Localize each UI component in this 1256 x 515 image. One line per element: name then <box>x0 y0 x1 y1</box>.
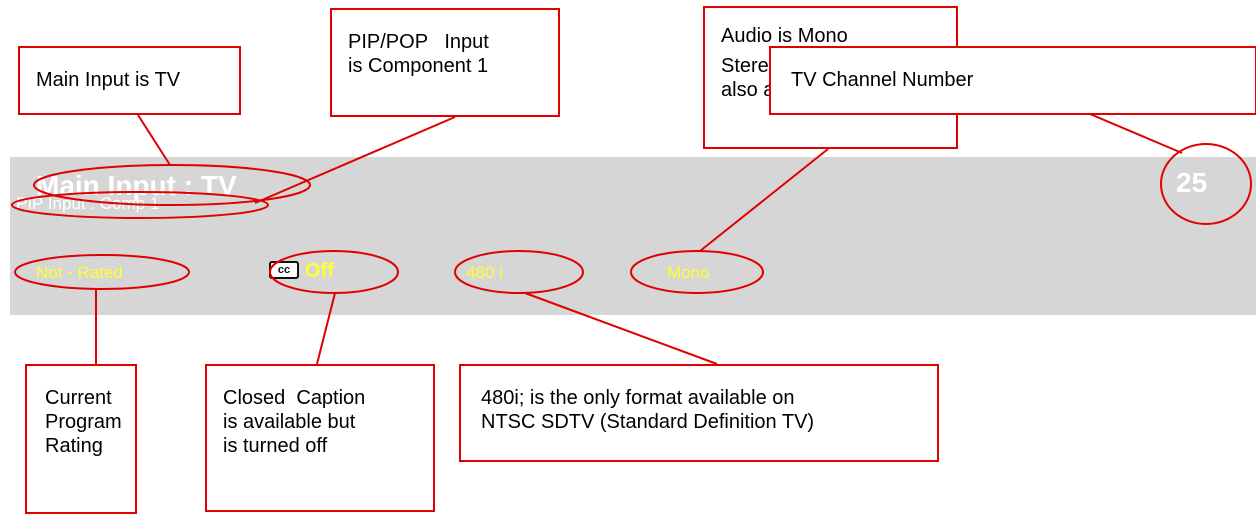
callout-audio-line: Audio is Mono <box>721 25 848 47</box>
callout-format-line: 480i; is the only format available on <box>481 387 795 409</box>
callout-channel-line: TV Channel Number <box>791 69 974 91</box>
line-pip-input <box>254 116 456 204</box>
ellipse-resolution <box>454 250 584 294</box>
osd-main-input: Main Input : TV <box>36 170 237 201</box>
ellipse-main-input <box>33 164 311 206</box>
ellipse-cc <box>269 250 399 294</box>
callout-channel: TV Channel Number <box>769 46 1256 115</box>
callout-pip-input: PIP/POP Input is Component 1 <box>330 8 560 117</box>
line-format <box>524 292 718 365</box>
callout-rating-line: Rating <box>45 435 103 457</box>
callout-rating-line: Current <box>45 387 112 409</box>
osd-resolution: 480 i <box>466 263 503 282</box>
ellipse-channel <box>1160 143 1252 225</box>
line-audio <box>699 148 829 252</box>
callout-format: 480i; is the only format available on NT… <box>459 364 939 462</box>
osd-channel-number: 25 <box>1176 167 1208 198</box>
callout-cc-line: is turned off <box>223 435 328 457</box>
callout-cc-line: Closed Caption <box>223 387 366 409</box>
line-cc <box>316 292 336 365</box>
callout-pip-input-line: PIP/POP Input <box>348 31 489 53</box>
osd-cc-status: Off <box>305 260 334 282</box>
callout-main-input: Main Input is TV <box>18 46 241 115</box>
line-main-input <box>137 114 171 166</box>
callout-cc-line: is available but <box>223 411 356 433</box>
callout-rating: Current Program Rating <box>25 364 137 514</box>
callout-main-input-line: Main Input is TV <box>36 69 181 91</box>
osd-rating: Not - Rated <box>36 263 123 282</box>
line-channel <box>1089 113 1183 154</box>
closed-caption-icon: cc <box>269 261 299 279</box>
callout-format-line: NTSC SDTV (Standard Definition TV) <box>481 411 815 433</box>
osd-pip-input: PIP Input : Comp 1 <box>16 194 160 213</box>
ellipse-pip-input <box>11 191 269 219</box>
callout-rating-line: Program <box>45 411 122 433</box>
osd-audio: Mono <box>667 263 710 282</box>
callout-pip-input-line: is Component 1 <box>348 55 489 77</box>
ellipse-audio <box>630 250 764 294</box>
callout-closed-caption: Closed Caption is available but is turne… <box>205 364 435 512</box>
ellipse-rating <box>14 254 190 290</box>
osd-bar <box>10 157 1256 315</box>
